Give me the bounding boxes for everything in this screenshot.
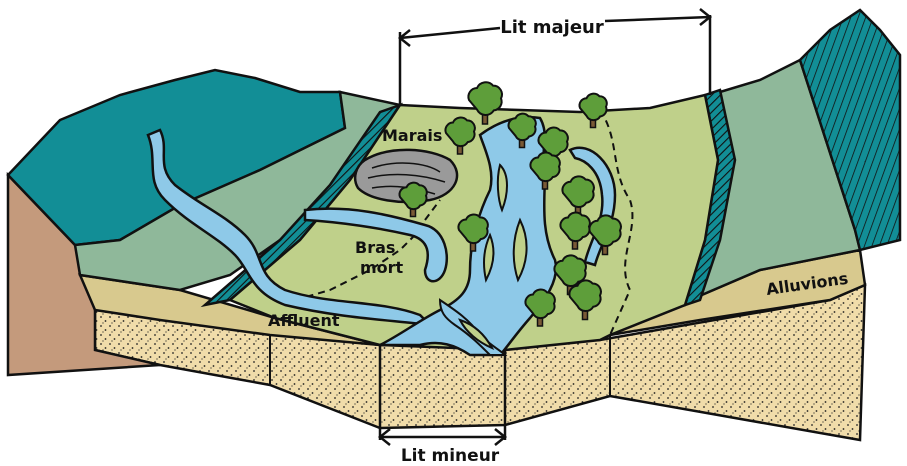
label-mort: mort (360, 258, 404, 277)
label-affluent: Affluent (268, 311, 340, 330)
label-bras: Bras (355, 238, 395, 257)
label-lit-mineur: Lit mineur (401, 446, 500, 466)
label-marais: Marais (382, 126, 442, 145)
label-lit-majeur: Lit majeur (500, 17, 604, 38)
